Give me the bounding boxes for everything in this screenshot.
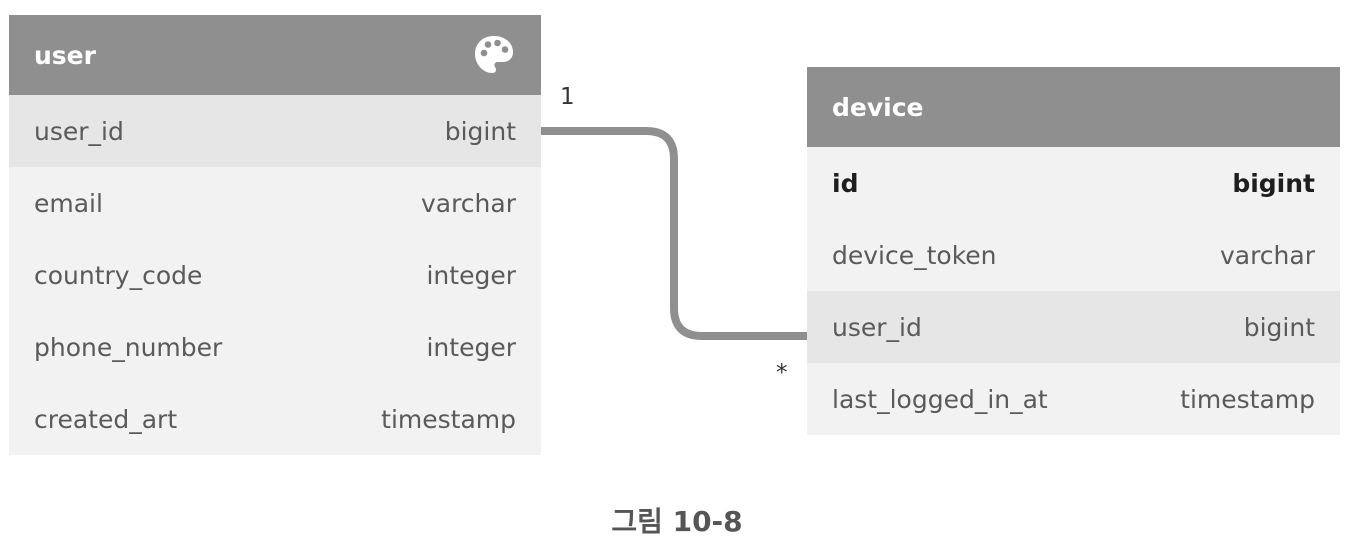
user-column-row: user_id bigint	[9, 95, 541, 167]
cardinality-one-label: 1	[560, 84, 575, 110]
column-type: integer	[426, 332, 516, 362]
column-type: bigint	[1232, 168, 1315, 198]
column-name: id	[832, 168, 859, 198]
column-name: last_logged_in_at	[832, 384, 1048, 414]
column-name: email	[34, 188, 103, 218]
column-type: timestamp	[1180, 384, 1315, 414]
column-name: user_id	[34, 116, 124, 146]
column-type: bigint	[1243, 312, 1315, 342]
figure-caption: 그림 10-8	[611, 505, 743, 538]
column-type: bigint	[444, 116, 516, 146]
user-table: user user_id bigint email varchar countr…	[9, 15, 541, 455]
device-column-row: last_logged_in_at timestamp	[807, 363, 1340, 435]
column-type: integer	[426, 260, 516, 290]
column-name: country_code	[34, 260, 203, 290]
device-column-row: id bigint	[807, 147, 1340, 219]
user-column-row: country_code integer	[9, 239, 541, 311]
cardinality-many-label: *	[776, 360, 788, 386]
column-name: device_token	[832, 240, 997, 270]
user-table-title: user	[34, 40, 96, 70]
user-table-header: user	[9, 15, 541, 95]
column-type: varchar	[420, 188, 516, 218]
user-column-row: phone_number integer	[9, 311, 541, 383]
device-column-row: user_id bigint	[807, 291, 1340, 363]
column-name: phone_number	[34, 332, 223, 362]
device-column-row: device_token varchar	[807, 219, 1340, 291]
device-table: device id bigint device_token varchar us…	[807, 67, 1340, 435]
device-table-title: device	[832, 92, 924, 122]
user-column-row: email varchar	[9, 167, 541, 239]
column-type: varchar	[1219, 240, 1315, 270]
column-name: created_art	[34, 404, 178, 434]
user-column-row: created_art timestamp	[9, 383, 541, 455]
palette-icon[interactable]	[472, 33, 516, 77]
column-name: user_id	[832, 312, 922, 342]
column-type: timestamp	[381, 404, 516, 434]
device-table-header: device	[807, 67, 1340, 147]
